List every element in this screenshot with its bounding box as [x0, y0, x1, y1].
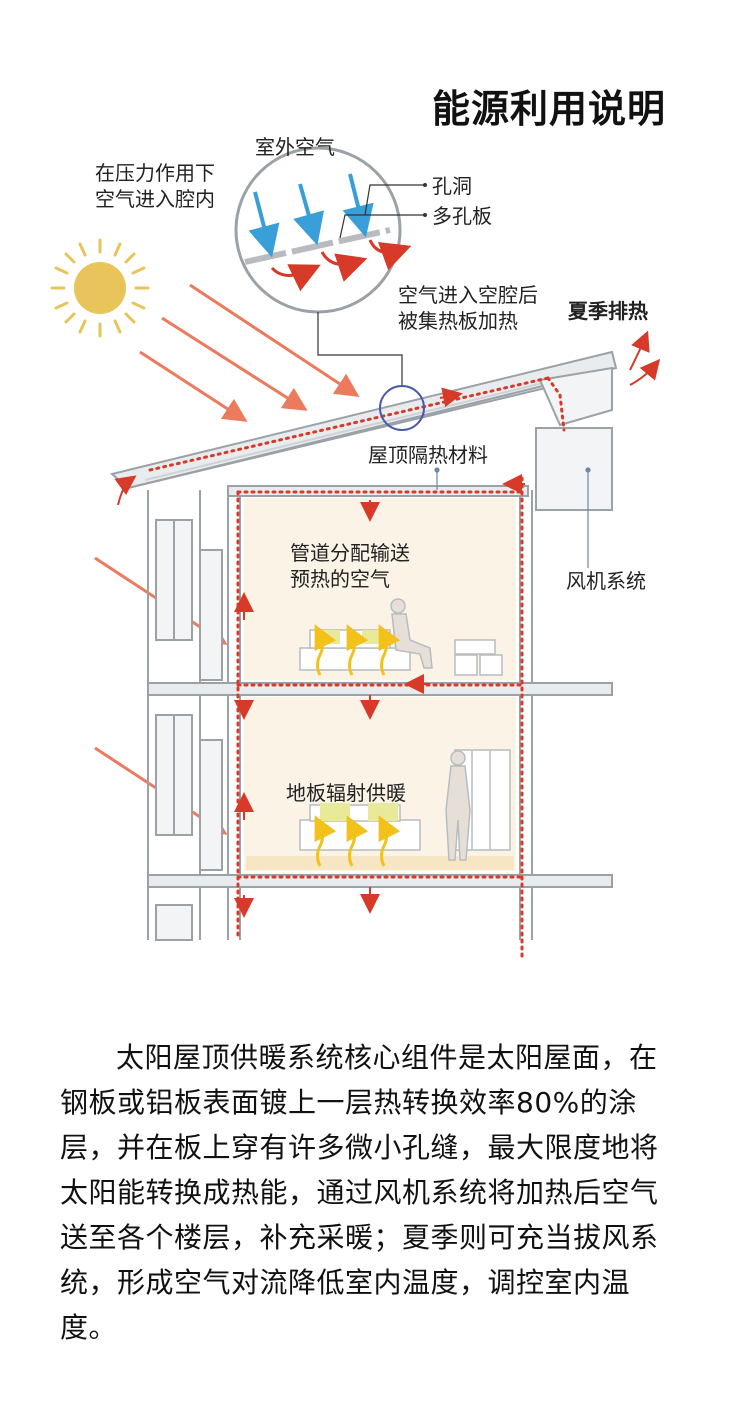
label-cavity-line2: 被集热板加热 [398, 308, 518, 334]
label-outside-air: 室外空气 [255, 134, 335, 160]
label-pressure-line1: 在压力作用下 [95, 160, 215, 186]
label-duct-line2: 预热的空气 [290, 566, 390, 592]
perforated-panel-detail [236, 148, 427, 385]
label-hole: 孔洞 [432, 173, 472, 199]
label-perforated-panel: 多孔板 [432, 203, 492, 229]
label-fan-system: 风机系统 [566, 568, 646, 594]
solar-roof-diagram [0, 0, 744, 1000]
sun-icon [52, 240, 148, 336]
label-pressure-line2: 空气进入腔内 [95, 186, 215, 212]
label-roof-insulation: 屋顶隔热材料 [368, 442, 488, 468]
label-duct-line1: 管道分配输送 [290, 540, 410, 566]
label-floor-heating: 地板辐射供暖 [286, 780, 406, 806]
description-paragraph: 太阳屋顶供暖系统核心组件是太阳屋面，在钢板或铝板表面镀上一层热转换效率80%的涂… [60, 1035, 670, 1350]
label-cavity-line1: 空气进入空腔后 [398, 282, 538, 308]
label-summer-exhaust: 夏季排热 [568, 298, 648, 324]
